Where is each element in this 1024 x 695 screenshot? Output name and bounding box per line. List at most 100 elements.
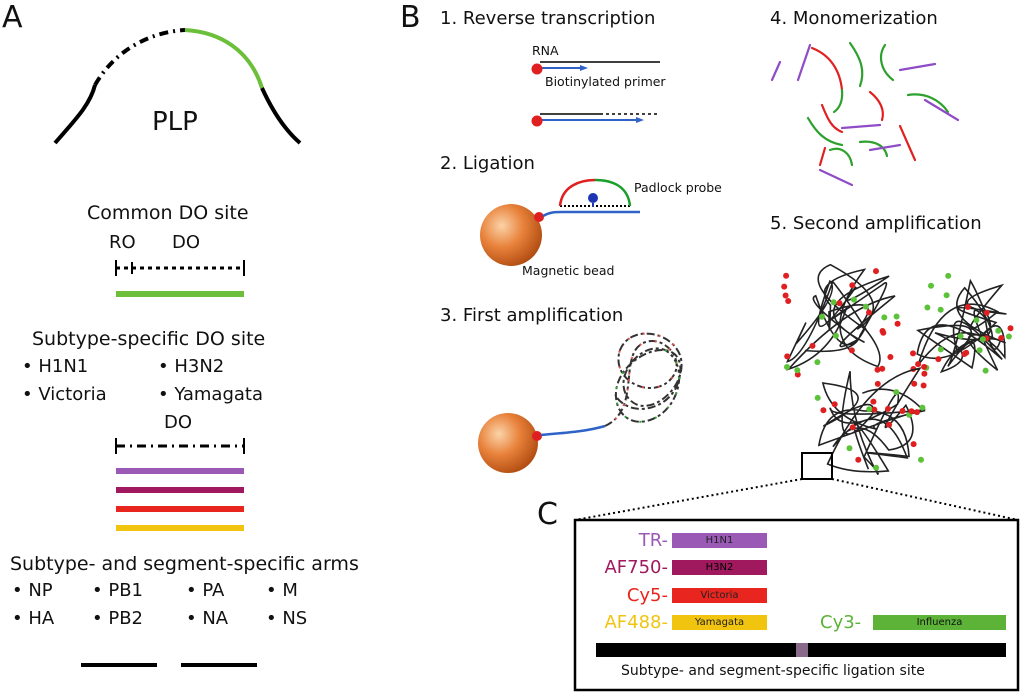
fluorophore-dot — [880, 329, 887, 336]
panel-label-c: C — [537, 497, 558, 532]
fluorophore-dot — [881, 314, 888, 321]
fluorophore-dot — [784, 364, 790, 370]
subtype-do-bar — [116, 487, 244, 493]
common-do-bar — [116, 291, 244, 297]
subtype-do-bar — [116, 525, 244, 531]
step-1-title: 1. Reverse transcription — [440, 8, 656, 29]
fluorophore-dot — [921, 370, 928, 377]
subtype-item-h1n1: • H1N1 — [22, 356, 89, 377]
fluorophore-dot — [963, 349, 970, 356]
arm-item-pb2: • PB2 — [92, 608, 143, 629]
fluorophore-dot — [893, 389, 900, 396]
rca-product — [916, 278, 1007, 374]
fluorophore-dot — [866, 309, 872, 316]
fluorophore-dot — [921, 363, 928, 370]
fluorophore-dot — [874, 366, 881, 373]
fluorophore-dot — [894, 320, 901, 327]
target-h3n2: H3N2 — [672, 560, 767, 575]
fluorophore-dot — [873, 268, 879, 275]
fluorophore-dot — [849, 424, 856, 431]
common-ro-label: RO — [109, 232, 136, 253]
fluorophore-dot — [1007, 325, 1014, 332]
fluorophore-dot — [886, 421, 893, 428]
step-5-title: 5. Second amplification — [770, 213, 982, 234]
step-2-title: 2. Ligation — [440, 153, 535, 174]
fluorophore-dot — [874, 380, 881, 387]
panel-c-box — [573, 518, 1020, 692]
subtype-do-bar — [116, 468, 244, 474]
fluorophore-dot — [850, 296, 857, 303]
fluorophore-dot — [782, 292, 789, 299]
step-3-title: 3. First amplification — [440, 305, 624, 326]
plp-shape — [53, 28, 302, 145]
fluorophore-dot — [862, 303, 869, 310]
fluorophore-dot — [781, 283, 788, 290]
fluorophore-dot — [937, 306, 944, 313]
zoom-box — [801, 452, 833, 480]
dye-tr: TR- — [638, 530, 668, 551]
fluorophore-dot — [873, 464, 880, 471]
common-do-title: Common DO site — [87, 202, 249, 224]
rna-label: RNA — [532, 43, 559, 58]
step-4-title: 4. Monomerization — [770, 8, 938, 29]
target-h1n1: H1N1 — [672, 533, 767, 548]
fluorophore-dot — [879, 365, 886, 372]
panel-label-a: A — [2, 0, 23, 35]
arms-title: Subtype- and segment-specific arms — [10, 553, 359, 575]
fluorophore-dot — [784, 353, 791, 360]
fluorophore-dot — [979, 336, 986, 343]
arm-item-ha: • HA — [12, 608, 55, 629]
arm-item-na: • NA — [186, 608, 229, 629]
arm-item-m: • M — [266, 580, 298, 601]
padlock-label: Padlock probe — [634, 180, 722, 195]
fluorophore-dot — [846, 445, 853, 452]
fluorophore-dot — [785, 298, 792, 304]
arm-line-right — [181, 663, 257, 667]
rt-diagram — [531, 61, 660, 127]
fluorophore-dot — [910, 350, 916, 357]
fluorophore-dot — [855, 456, 862, 463]
fluorophore-dot — [836, 300, 843, 307]
subtype-item-h3n2: • H3N2 — [158, 356, 225, 377]
arm-item-pb1: • PB1 — [92, 580, 143, 601]
fluorophore-dot — [899, 408, 906, 414]
fluorophore-dot — [937, 346, 944, 353]
dye-cy5: Cy5- — [626, 585, 668, 606]
subtype-item-victoria: • Victoria — [22, 384, 107, 405]
fluorophore-dot — [995, 327, 1002, 334]
fluorophore-dot — [783, 272, 790, 279]
subtype-do-label: DO — [164, 412, 193, 433]
dye-af488: AF488- — [604, 612, 668, 633]
bead-label: Magnetic bead — [522, 263, 615, 278]
target-influenza: Influenza — [873, 615, 1006, 630]
monomerization-diagram — [770, 41, 960, 187]
fluorophore-dot — [910, 441, 917, 448]
target-victoria: Victoria — [672, 588, 767, 603]
ligation-site-mark — [796, 643, 808, 657]
fluorophore-dot — [924, 304, 931, 311]
fluorophore-dot — [887, 354, 894, 360]
arm-item-pa: • PA — [186, 580, 225, 601]
fluorophore-dot — [976, 347, 983, 354]
fluorophore-dot — [820, 407, 827, 414]
fluorophore-dot — [871, 406, 878, 413]
fluorophore-dot — [870, 398, 877, 405]
fluorophore-dot — [814, 359, 821, 366]
fluorophore-dot — [794, 367, 801, 374]
fluorophore-dot — [919, 404, 926, 411]
fluorophore-dot — [885, 405, 891, 412]
fluorophore-dot — [911, 380, 918, 387]
fluorophore-dot — [928, 282, 934, 289]
plp-label: PLP — [152, 107, 198, 137]
fluorophore-dot — [1005, 333, 1012, 340]
fluorophore-dot — [973, 317, 980, 324]
subtype-do-bars — [116, 468, 244, 531]
rca-product — [817, 367, 926, 475]
fluorophore-dot — [918, 456, 924, 463]
arm-item-ns: • NS — [266, 608, 308, 629]
dye-cy3: Cy3- — [820, 612, 862, 633]
fluorophore-dot — [830, 299, 837, 306]
panel-label-b: B — [400, 0, 421, 35]
